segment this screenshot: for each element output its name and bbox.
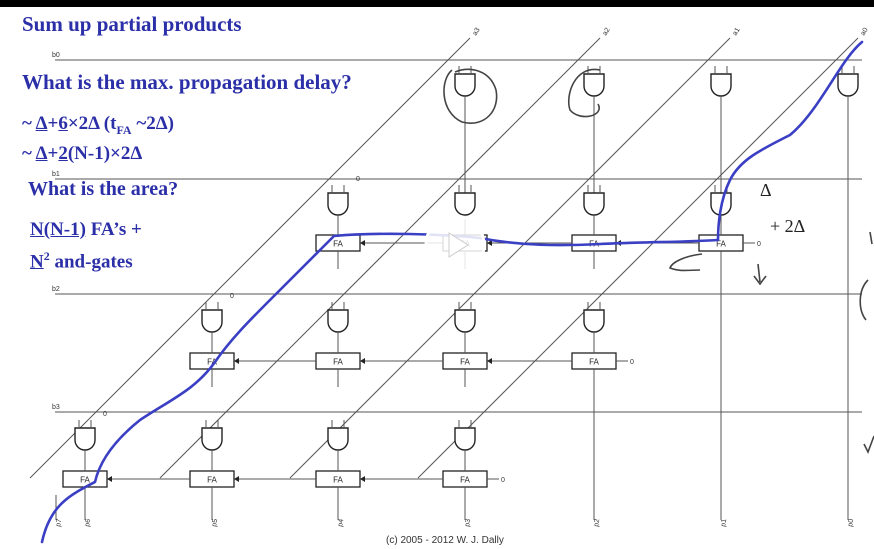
and-gate-body <box>327 192 349 216</box>
hand-check <box>863 435 874 454</box>
carry-arrow <box>360 476 365 482</box>
carry-arrow <box>487 240 492 246</box>
and-gate-body <box>583 192 605 216</box>
and-gate-body <box>454 73 476 97</box>
hand-stroke <box>859 279 869 321</box>
column-label-a2: a2 <box>602 27 612 37</box>
adder-label: FA <box>460 476 470 485</box>
adder-label: FA <box>333 358 343 367</box>
diagonal-line-a2 <box>159 37 601 479</box>
area-question: What is the area? <box>28 178 179 200</box>
and-gate-body <box>583 73 605 97</box>
row-label-b3: b3 <box>52 404 60 411</box>
hand-circle-a2 <box>568 68 601 118</box>
and-gate-body <box>583 309 605 333</box>
and-gate-body <box>201 427 223 451</box>
output-label-p2: p2 <box>593 518 601 527</box>
diagonal-line-a3 <box>29 37 471 479</box>
hand-arrow-down <box>753 263 767 286</box>
adder-label: FA <box>80 476 90 485</box>
hand-circle-a3 <box>443 68 498 124</box>
play-icon <box>448 232 469 258</box>
carry-arrow <box>107 476 112 482</box>
and-gate-r2-c3 <box>583 302 605 342</box>
adder-label: FA <box>716 240 726 249</box>
area-formula-2: N2 and-gates <box>30 249 133 273</box>
adder-label: FA <box>207 476 217 485</box>
carry-in-zero: 0 <box>501 477 505 484</box>
carry-in-zero: 0 <box>757 241 761 248</box>
full-adder-r1-c2: FA <box>571 234 617 269</box>
and-gate-r0-c3 <box>837 66 859 106</box>
annotation-delta: Δ <box>760 180 772 200</box>
and-gate-r3-c0 <box>74 420 96 460</box>
and-gate-r3-c2 <box>327 420 349 460</box>
and-gate-r2-c1 <box>327 302 349 342</box>
and-gate-body <box>710 73 732 97</box>
and-gate-body <box>454 309 476 333</box>
and-gate-body <box>327 309 349 333</box>
and-gate-r2-c0 <box>201 302 223 342</box>
and-gate-body <box>201 309 223 333</box>
column-label-a0: a0 <box>860 27 870 37</box>
output-label-p5: p5 <box>211 518 219 527</box>
slide-title: Sum up partial products <box>22 12 242 36</box>
critical-path-stroke <box>40 40 864 544</box>
and-gate-r0-c1 <box>583 66 605 106</box>
adder-label: FA <box>333 240 343 249</box>
and-gate-r2-c2 <box>454 302 476 342</box>
row-label-b0: b0 <box>52 52 60 59</box>
slide-top-bar <box>0 0 874 7</box>
delay-formula-2: ~ Δ+2(N-1)×2Δ <box>22 143 143 164</box>
and-gate-body <box>837 73 859 97</box>
gate-zero-label: 0 <box>356 176 360 183</box>
delay-question: What is the max. propagation delay? <box>22 70 352 94</box>
copyright-text: (c) 2005 - 2012 W. J. Dally <box>386 535 504 546</box>
adder-label: FA <box>589 358 599 367</box>
and-gate-r3-c1 <box>201 420 223 460</box>
adder-label: FA <box>333 476 343 485</box>
output-label-p7: p7 <box>55 518 63 527</box>
diagonal-line-a1 <box>289 37 731 479</box>
and-gate-body <box>454 427 476 451</box>
output-label-p6: p6 <box>84 518 92 527</box>
full-adder-r2-c2: FA <box>442 352 488 387</box>
column-label-a3: a3 <box>472 27 482 37</box>
delay-formula-1: ~ Δ+6×2Δ (tFA ~2Δ) <box>22 113 174 137</box>
carry-arrow <box>234 358 239 364</box>
and-gate-r0-c0 <box>454 66 476 106</box>
gate-zero-label: 0 <box>230 293 234 300</box>
annotation-plus-2delta: + 2Δ <box>770 216 805 236</box>
and-gate-r3-c3 <box>454 420 476 460</box>
output-label-p3: p3 <box>464 518 472 527</box>
hand-stroke <box>669 253 703 272</box>
and-gate-body <box>74 427 96 451</box>
play-button[interactable] <box>424 214 486 276</box>
and-gate-r0-c2 <box>710 66 732 106</box>
adder-label: FA <box>207 358 217 367</box>
carry-arrow <box>487 358 492 364</box>
carry-arrow <box>234 476 239 482</box>
hand-stroke <box>869 231 873 245</box>
carry-arrow <box>360 358 365 364</box>
carry-in-zero: 0 <box>630 359 634 366</box>
row-label-b1: b1 <box>52 171 60 178</box>
and-gate-body <box>454 192 476 216</box>
full-adder-r1-c0: FA <box>315 234 361 269</box>
and-gate-r1-c0 <box>327 185 349 225</box>
carry-arrow <box>360 240 365 246</box>
full-adder-r2-c1: FA <box>315 352 361 387</box>
output-label-p0: p0 <box>847 518 855 527</box>
area-formula-1: N(N-1) FA’s + <box>30 219 142 240</box>
gate-zero-label: 0 <box>103 411 107 418</box>
output-label-p1: p1 <box>720 518 728 527</box>
column-label-a1: a1 <box>732 27 742 37</box>
diagonal-line-a0 <box>417 37 859 479</box>
and-gate-body <box>327 427 349 451</box>
output-label-p4: p4 <box>337 518 345 527</box>
adder-label: FA <box>460 358 470 367</box>
and-gate-r1-c2 <box>583 185 605 225</box>
row-label-b2: b2 <box>52 286 60 293</box>
